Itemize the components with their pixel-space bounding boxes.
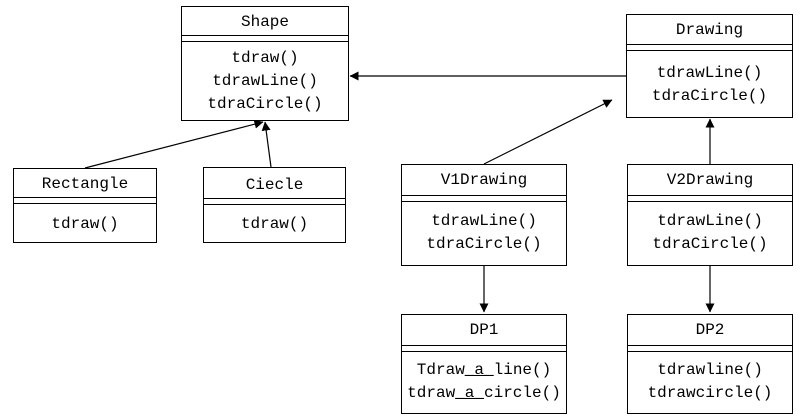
operation: tdraw() <box>51 215 119 233</box>
class-divider <box>14 197 156 198</box>
class-name: V2Drawing <box>666 171 754 189</box>
class-name: DP1 <box>469 321 499 339</box>
class-name: Drawing <box>675 21 744 39</box>
class-box-drawing: Drawing tdrawLine() tdraCircle() <box>626 14 793 118</box>
operation: tdraw_a_circle() <box>407 384 561 402</box>
class-operations: tdrawLine() tdraCircle() <box>402 210 566 256</box>
class-box-dp1: DP1 Tdraw_a_line() tdraw_a_circle() <box>401 314 567 414</box>
class-operations: tdrawLine() tdraCircle() <box>627 62 792 108</box>
operation: tdraCircle() <box>207 95 323 113</box>
operation: tdrawLine() <box>656 64 763 82</box>
class-box-shape: Shape tdraw() tdrawLine() tdraCircle() <box>181 6 349 121</box>
class-operations: Tdraw_a_line() tdraw_a_circle() <box>402 359 566 405</box>
v1drawing-to-drawing-arrow <box>483 99 613 165</box>
class-divider <box>402 195 566 196</box>
operation: tdrawLine() <box>431 212 537 230</box>
class-box-rectangle: Rectangle tdraw() <box>13 168 157 243</box>
class-divider <box>627 50 792 51</box>
class-operations: tdrawline() tdrawcircle() <box>628 359 792 405</box>
operation: tdrawLine() <box>212 72 318 90</box>
operation: tdrawcircle() <box>647 384 773 402</box>
class-box-v1drawing: V1Drawing tdrawLine() tdraCircle() <box>401 164 567 266</box>
operation: tdrawLine() <box>657 212 763 230</box>
operation: tdraCircle() <box>652 235 768 253</box>
class-divider <box>402 201 566 202</box>
class-name: V1Drawing <box>440 171 528 189</box>
class-box-v2drawing: V2Drawing tdrawLine() tdraCircle() <box>627 164 793 266</box>
operation: tdrawline() <box>657 361 763 379</box>
class-name: Rectangle <box>41 175 129 193</box>
class-divider <box>627 44 792 45</box>
rectangle-to-shape-arrow <box>84 119 264 169</box>
class-divider <box>628 345 792 346</box>
class-divider <box>402 345 566 346</box>
class-box-dp2: DP2 tdrawline() tdrawcircle() <box>627 314 793 414</box>
class-divider <box>182 35 348 36</box>
class-operations: tdraw() <box>14 213 156 236</box>
class-name: Shape <box>240 13 289 31</box>
class-name: DP2 <box>695 321 725 339</box>
operation: Tdraw_a_line() <box>416 361 552 379</box>
class-divider <box>204 198 345 199</box>
class-name: Ciecle <box>245 176 304 194</box>
class-divider <box>182 41 348 42</box>
class-box-ciecle: Ciecle tdraw() <box>203 167 346 243</box>
operation: tdraw() <box>240 215 309 233</box>
operation: tdraCircle() <box>651 87 768 105</box>
class-divider <box>628 201 792 202</box>
class-divider <box>628 195 792 196</box>
class-divider <box>628 351 792 352</box>
ciecle-to-shape-arrow <box>261 121 272 168</box>
class-divider <box>402 351 566 352</box>
class-operations: tdraw() <box>204 213 345 236</box>
class-operations: tdraw() tdrawLine() tdraCircle() <box>182 47 348 116</box>
class-divider <box>14 203 156 204</box>
operation: tdraw() <box>231 49 299 67</box>
operation: tdraCircle() <box>426 235 542 253</box>
class-operations: tdrawLine() tdraCircle() <box>628 210 792 256</box>
class-divider <box>204 204 345 205</box>
